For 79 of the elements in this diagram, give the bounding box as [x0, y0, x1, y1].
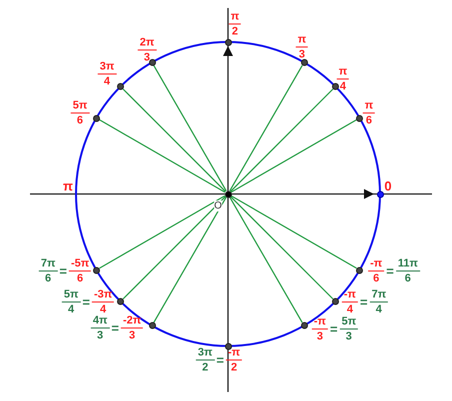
fraction-numerator: -2π — [122, 314, 142, 326]
fraction-numerator: -3π — [92, 288, 114, 300]
circle-point — [300, 58, 308, 66]
fraction-numerator: -5π — [70, 258, 90, 270]
equals-sign: = — [330, 322, 338, 336]
circle-point — [117, 83, 124, 90]
radius-line — [153, 65, 227, 192]
radius-line — [229, 196, 303, 323]
fraction-denominator: 6 — [364, 114, 374, 126]
fraction-denominator: 6 — [44, 272, 52, 284]
fraction-denominator: 2 — [230, 362, 238, 374]
fraction-numerator: π — [296, 34, 308, 46]
fraction-denominator: 4 — [99, 304, 108, 316]
radius-line — [229, 65, 303, 192]
circle-point — [92, 114, 100, 122]
fraction-numerator: -π — [312, 316, 327, 328]
fraction-numerator: 5π — [72, 100, 88, 112]
fraction-denominator: 4 — [102, 76, 112, 88]
fraction-denominator: 6 — [76, 272, 84, 284]
circle-point — [117, 298, 124, 305]
circle-point — [224, 342, 232, 350]
fraction-numerator: 4π — [92, 314, 108, 326]
fraction-denominator: 4 — [374, 304, 383, 316]
equals-sign: = — [59, 264, 67, 278]
radius-line — [230, 195, 357, 269]
fraction-denominator: 4 — [346, 304, 354, 316]
fraction-denominator: 3 — [298, 48, 306, 60]
fraction-denominator: 3 — [128, 330, 136, 342]
fraction-denominator: 2 — [201, 362, 210, 374]
circle-point — [300, 322, 308, 330]
circle-point — [148, 322, 156, 330]
fraction-denominator: 4 — [338, 80, 348, 92]
fraction-denominator: 6 — [404, 272, 412, 284]
equals-sign: = — [360, 294, 368, 310]
radius-line — [99, 195, 226, 269]
circle-point — [92, 266, 100, 274]
fraction-denominator: 6 — [372, 272, 380, 284]
fraction-denominator: 3 — [344, 330, 353, 342]
circle-point — [376, 190, 384, 198]
radius-line — [153, 196, 227, 323]
radius-line — [99, 119, 226, 193]
circle-point — [332, 83, 339, 90]
origin-label: O — [214, 200, 222, 212]
fraction-numerator: π — [338, 66, 348, 78]
fraction-numerator: 5π — [340, 316, 358, 328]
fraction-numerator: 7π — [40, 258, 56, 270]
angle-label: 0 — [384, 178, 392, 194]
circle-point — [148, 58, 156, 66]
equals-sign: = — [216, 352, 224, 368]
circle-point — [356, 114, 364, 122]
equals-sign: = — [386, 264, 394, 278]
fraction-denominator: 3 — [316, 330, 324, 342]
fraction-denominator: 3 — [96, 330, 104, 342]
fraction-numerator: -π — [342, 288, 357, 300]
radius-line — [122, 88, 226, 192]
radius-line — [230, 119, 357, 193]
fraction-numerator: 3π — [98, 60, 116, 72]
fraction-numerator: 3π — [196, 346, 214, 358]
fraction-numerator: -π — [369, 258, 384, 270]
fraction-denominator: 6 — [76, 114, 84, 126]
fraction-denominator: 3 — [142, 52, 152, 64]
angle-label: π — [63, 178, 73, 194]
circle-point — [332, 298, 339, 305]
radius-line — [230, 88, 334, 192]
equals-sign: = — [111, 320, 119, 336]
fraction-numerator: 5π — [62, 288, 80, 300]
radius-line — [122, 196, 226, 300]
radius-line — [230, 196, 334, 300]
fraction-numerator: -π — [227, 346, 242, 358]
fraction-numerator: π — [230, 10, 240, 22]
circle-point — [224, 38, 232, 46]
circle-point — [356, 266, 364, 274]
fraction-numerator: 7π — [370, 288, 388, 300]
fraction-numerator: 2π — [138, 36, 156, 48]
fraction-denominator: 2 — [230, 26, 240, 38]
fraction-numerator: 11π — [396, 258, 419, 270]
fraction-denominator: 4 — [67, 304, 76, 316]
equals-sign: = — [82, 294, 90, 310]
fraction-numerator: π — [364, 100, 374, 112]
